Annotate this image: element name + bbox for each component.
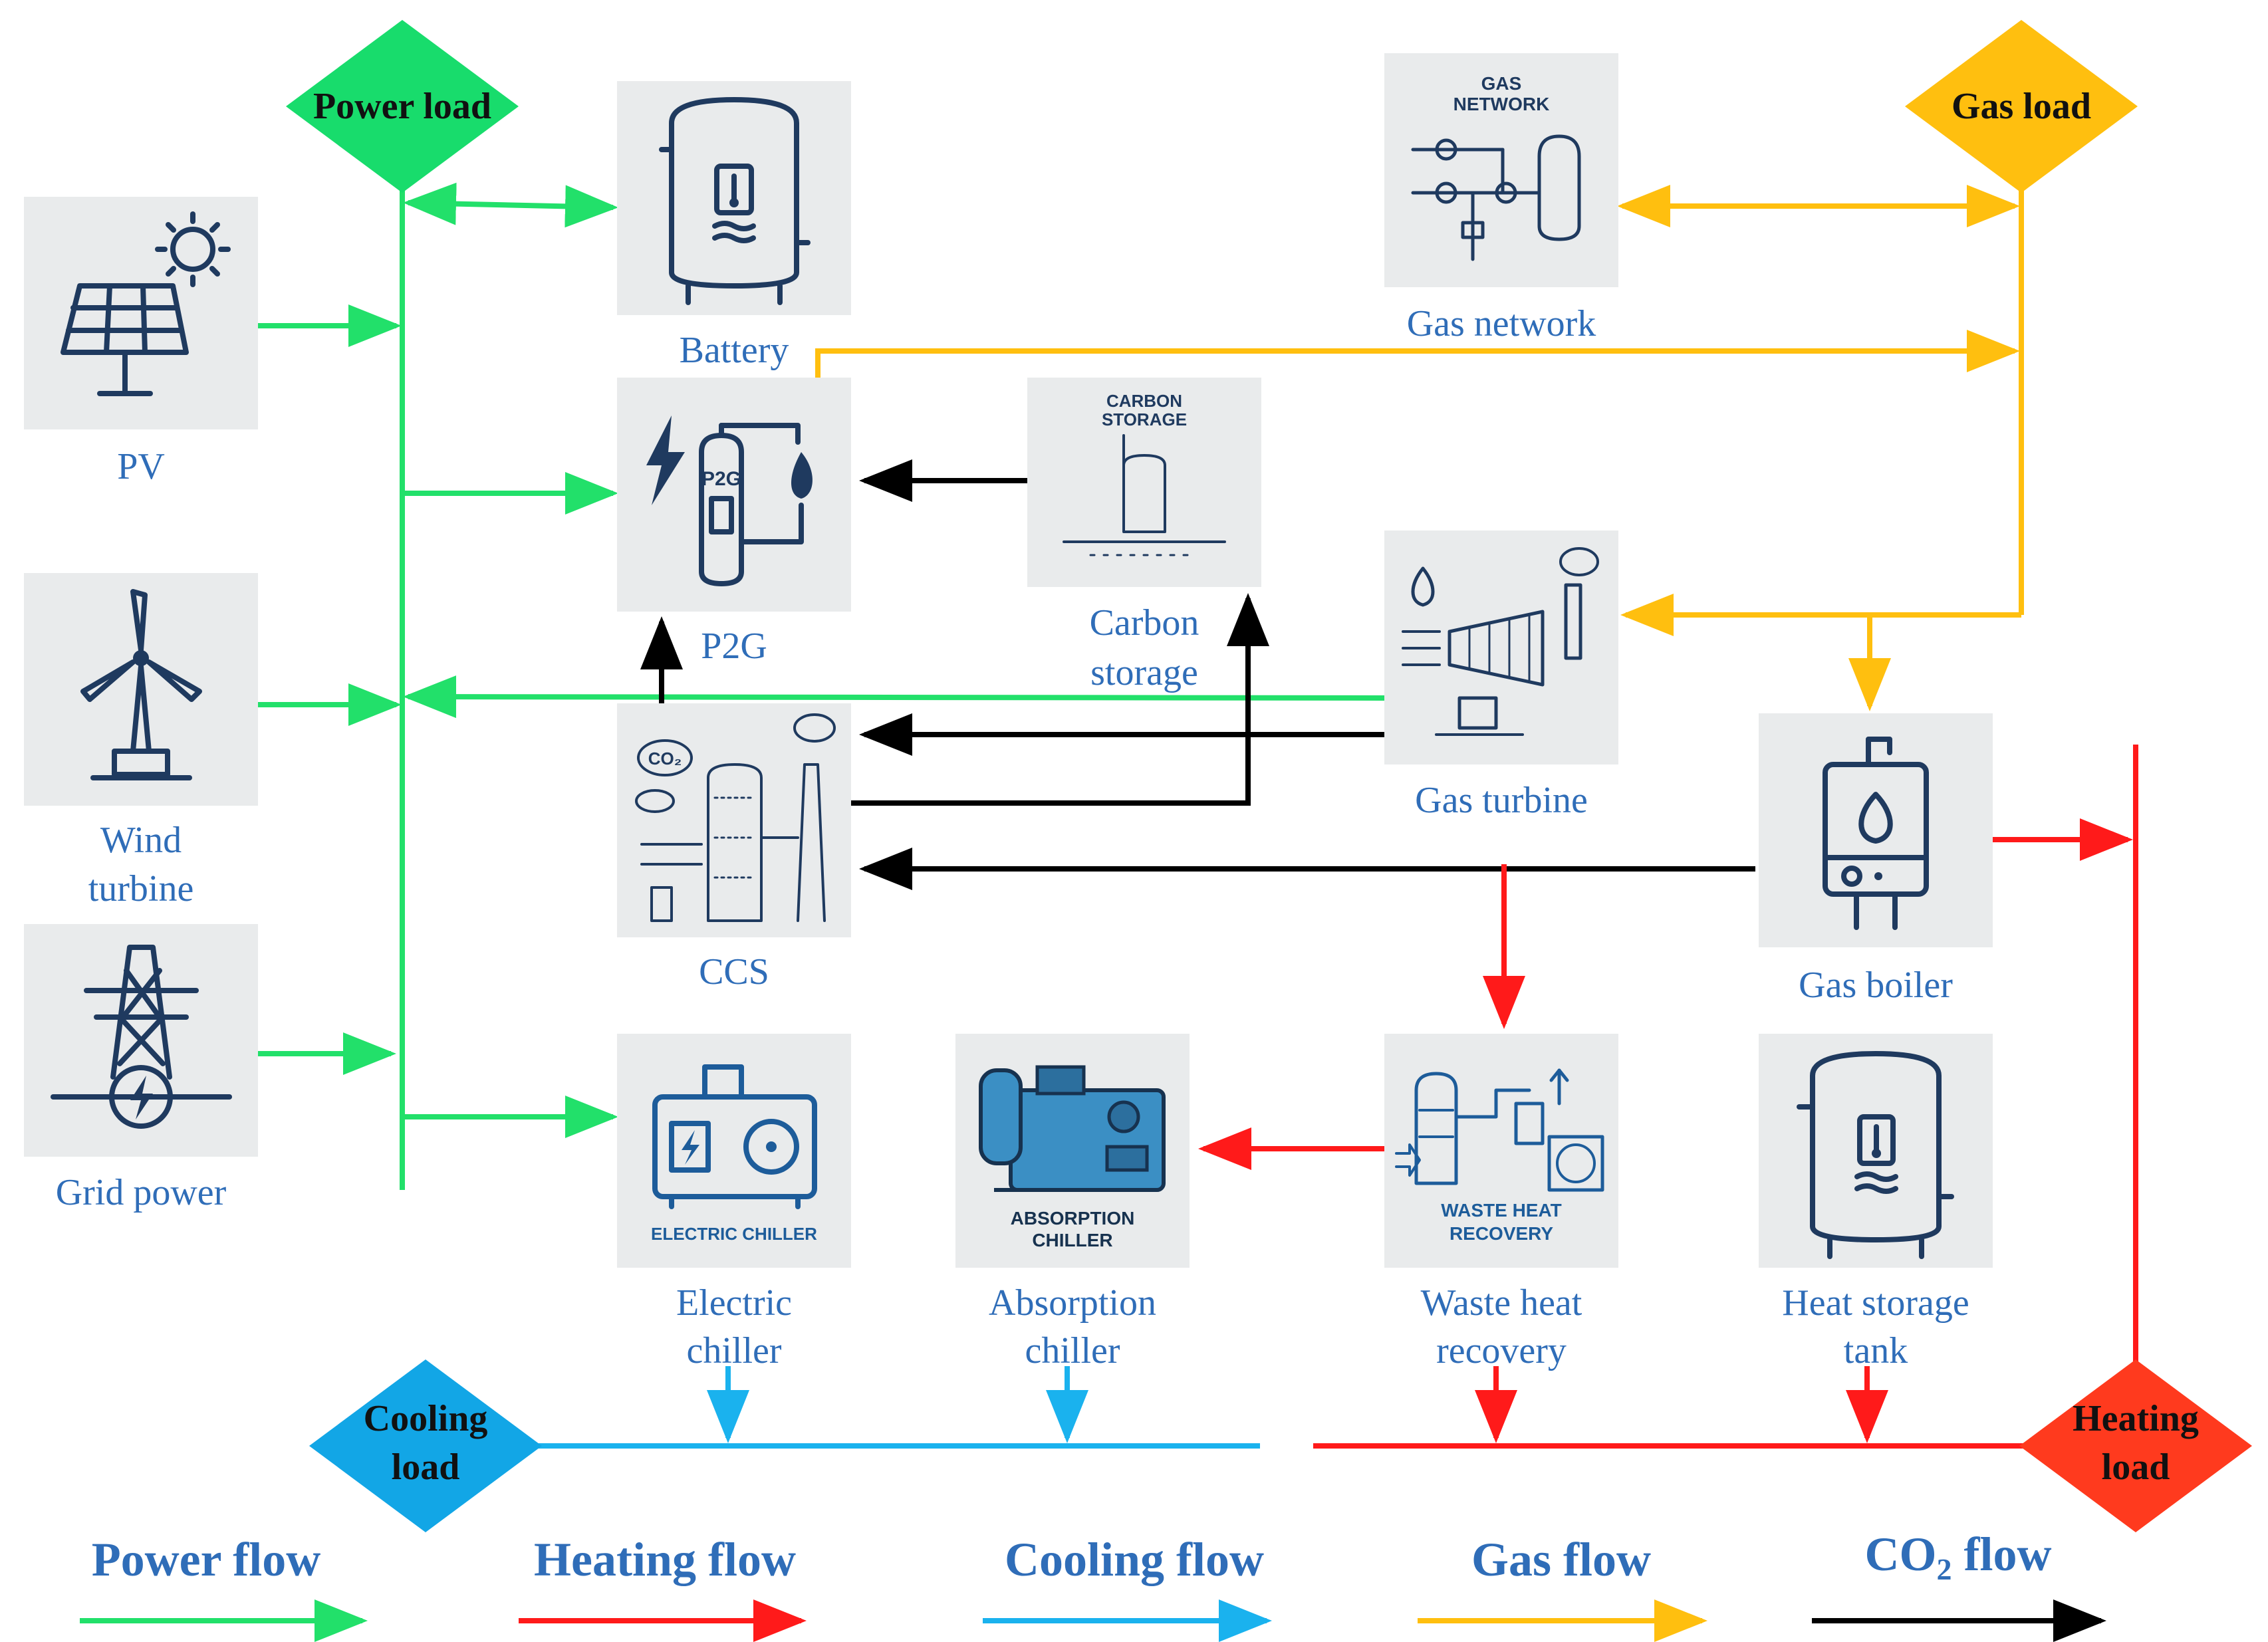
absorption-machine-icon: ABSORPTION CHILLER: [979, 1065, 1166, 1250]
grid-label: Grid power: [56, 1172, 227, 1213]
power-load-node: Power load: [286, 20, 519, 193]
co2-icon-text: CO₂: [648, 749, 682, 768]
gas-turbine-to-bus: [403, 675, 1385, 719]
battery-tile: [617, 81, 851, 315]
cooling-load-label-2: load: [392, 1447, 460, 1488]
power-load-label: Power load: [313, 86, 491, 127]
waste-heat-icon-text-1: WASTE HEAT: [1441, 1200, 1561, 1221]
heating-load-node: Heating load: [2019, 1359, 2252, 1532]
wind-turbine-icon: [80, 589, 202, 780]
co2-flow-lines: [640, 459, 1755, 890]
gas-boiler-label: Gas boiler: [1799, 965, 1953, 1006]
solar-panel-icon: [61, 211, 231, 396]
turbine-icon: [1402, 547, 1599, 736]
waste-heat-label-2: recovery: [1436, 1330, 1567, 1371]
legend-co2-sub: 2: [1937, 1552, 1952, 1586]
gas-load-node: Gas load: [1905, 20, 2138, 193]
heating-load-label-1: Heating: [2073, 1398, 2199, 1439]
legend-co2-label: CO2 flow: [1865, 1528, 2052, 1586]
absorption-icon-text-1: ABSORPTION: [1011, 1208, 1135, 1229]
grid-power-tile: [24, 924, 258, 1157]
gas-network-icon-text-1: GAS: [1481, 73, 1522, 94]
legend-co2-suffix: flow: [1952, 1528, 2052, 1581]
electric-chiller-label-2: chiller: [686, 1330, 781, 1371]
heat-storage-label-2: tank: [1844, 1330, 1908, 1371]
gas-turbine-label: Gas turbine: [1415, 780, 1588, 821]
storage-tank-icon: [1797, 1051, 1954, 1259]
battery-label: Battery: [680, 330, 789, 371]
underground-tank-icon: CARBON STORAGE: [1063, 391, 1226, 556]
heating-load-label-2: load: [2102, 1447, 2170, 1488]
legend-co2-prefix: CO: [1865, 1528, 1937, 1581]
heat-exchanger-icon: WASTE HEAT RECOVERY: [1395, 1068, 1604, 1244]
legend-heating-label: Heating flow: [534, 1533, 796, 1586]
absorption-icon-text-2: CHILLER: [1032, 1230, 1112, 1250]
ccs-to-carbon-storage: [850, 593, 1269, 806]
boiler-icon: [1823, 737, 1929, 930]
p2g-tile: P2G: [617, 378, 851, 612]
pv-tile: [24, 197, 258, 429]
carbon-storage-tile: CARBON STORAGE: [1027, 378, 1261, 587]
heat-storage-label-1: Heat storage: [1782, 1282, 1969, 1324]
power-pylon-icon: [51, 945, 232, 1129]
capture-plant-icon: CO₂: [635, 713, 836, 922]
power-flow-lines: [258, 182, 1385, 1190]
bus-battery-link: [403, 182, 618, 228]
electric-chiller-tile: ELECTRIC CHILLER: [617, 1034, 851, 1268]
cooling-load-node: Cooling load: [309, 1359, 542, 1532]
heating-flow-lines: [1198, 745, 2138, 1449]
gas-load-label: Gas load: [1952, 86, 2091, 127]
waste-heat-icon-text-2: RECOVERY: [1449, 1223, 1553, 1244]
cooling-flow-lines: [532, 1366, 1260, 1449]
ccs-tile: CO₂: [617, 703, 851, 937]
carbon-storage-label-1: Carbon: [1090, 602, 1199, 644]
carbon-storage-icon-text-2: STORAGE: [1102, 410, 1187, 429]
cooling-load-label-1: Cooling: [364, 1398, 488, 1439]
legend-gas-label: Gas flow: [1471, 1533, 1651, 1586]
electric-chiller-label-1: Electric: [676, 1282, 792, 1324]
heat-storage-tank-tile: [1759, 1034, 1993, 1268]
legend-cooling-label: Cooling flow: [1005, 1533, 1264, 1586]
wind-label-2: turbine: [88, 868, 194, 909]
gas-boiler-tile: [1759, 713, 1993, 947]
legend: Power flow Heating flow Cooling flow Gas…: [80, 1528, 2106, 1642]
waste-heat-recovery-tile: WASTE HEAT RECOVERY: [1384, 1034, 1618, 1268]
legend-power-label: Power flow: [92, 1533, 321, 1586]
wind-label-1: Wind: [100, 820, 182, 861]
carbon-storage-icon-text-1: CARBON: [1106, 391, 1182, 411]
absorption-chiller-label-1: Absorption: [989, 1282, 1156, 1324]
gas-flow-lines: [815, 185, 2024, 711]
p2g-reactor-icon: P2G: [646, 415, 813, 586]
gas-turbine-tile: [1384, 530, 1618, 764]
chiller-unit-icon: ELECTRIC CHILLER: [651, 1064, 817, 1244]
p2g-icon-text: P2G: [701, 468, 741, 490]
pv-label: PV: [117, 446, 165, 487]
storage-tank-icon: [659, 97, 811, 305]
absorption-chiller-tile: ABSORPTION CHILLER: [955, 1034, 1190, 1268]
absorption-chiller-label-2: chiller: [1025, 1330, 1120, 1371]
pipeline-valve-icon: GAS NETWORK: [1411, 73, 1581, 261]
waste-heat-label-1: Waste heat: [1421, 1282, 1582, 1324]
carbon-storage-label-2: storage: [1090, 652, 1198, 693]
gas-network-tile: GAS NETWORK: [1384, 53, 1618, 287]
wind-turbine-tile: [24, 573, 258, 806]
p2g-label: P2G: [701, 626, 767, 667]
ccs-label: CCS: [699, 951, 769, 993]
gas-network-label: Gas network: [1407, 303, 1596, 344]
electric-chiller-icon-text: ELECTRIC CHILLER: [651, 1224, 817, 1244]
p2g-to-gasload: [815, 330, 2020, 379]
gas-network-icon-text-2: NETWORK: [1453, 94, 1550, 114]
